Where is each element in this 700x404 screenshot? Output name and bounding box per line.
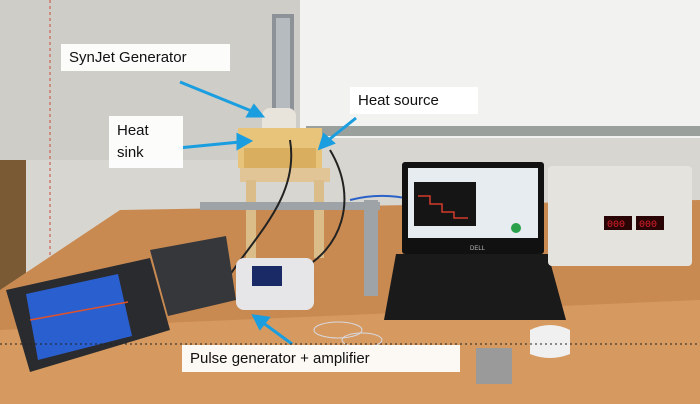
laptop-plot (414, 182, 476, 226)
acrylic-disc (313, 321, 363, 339)
vertical-rail-inner (276, 18, 290, 122)
power-supply-display-b (636, 216, 664, 230)
power-supply-readout-b: 000 (639, 220, 657, 231)
stand-leg-right (314, 180, 324, 258)
stand-leg-left (246, 180, 256, 258)
frame-bar (200, 202, 380, 210)
laptop-keyboard (384, 254, 566, 320)
oscilloscope-trace (29, 301, 129, 321)
arrow-icon (177, 132, 254, 151)
laptop-indicator (511, 223, 521, 233)
oscilloscope-screen (26, 274, 132, 360)
power-supply-display-a (604, 216, 632, 230)
label-pulse-generator: Pulse generator + amplifier (182, 345, 460, 372)
arrow-icon (251, 314, 293, 346)
synjet-housing-sample (530, 325, 570, 358)
stand-top (240, 168, 330, 182)
whiteboard (300, 0, 700, 138)
power-supply-readout-a: 000 (607, 220, 625, 231)
laptop-plot-line (418, 195, 468, 219)
heat-sink-sample (476, 348, 512, 384)
arrow-icon (317, 116, 357, 151)
pulse-generator-screen (252, 266, 282, 286)
label-synjet-generator: SynJet Generator (61, 44, 230, 71)
label-heat-source: Heat source (350, 87, 478, 114)
cable (299, 149, 346, 271)
laptop-brand-text: DELL (470, 246, 486, 252)
heat-block-lower (244, 148, 316, 168)
arrow-icon (179, 80, 266, 118)
label-heat-sink: Heat sink (109, 116, 183, 168)
oscilloscope-panel (150, 236, 236, 316)
whiteboard-tray (306, 126, 700, 136)
frame-post (364, 200, 378, 296)
